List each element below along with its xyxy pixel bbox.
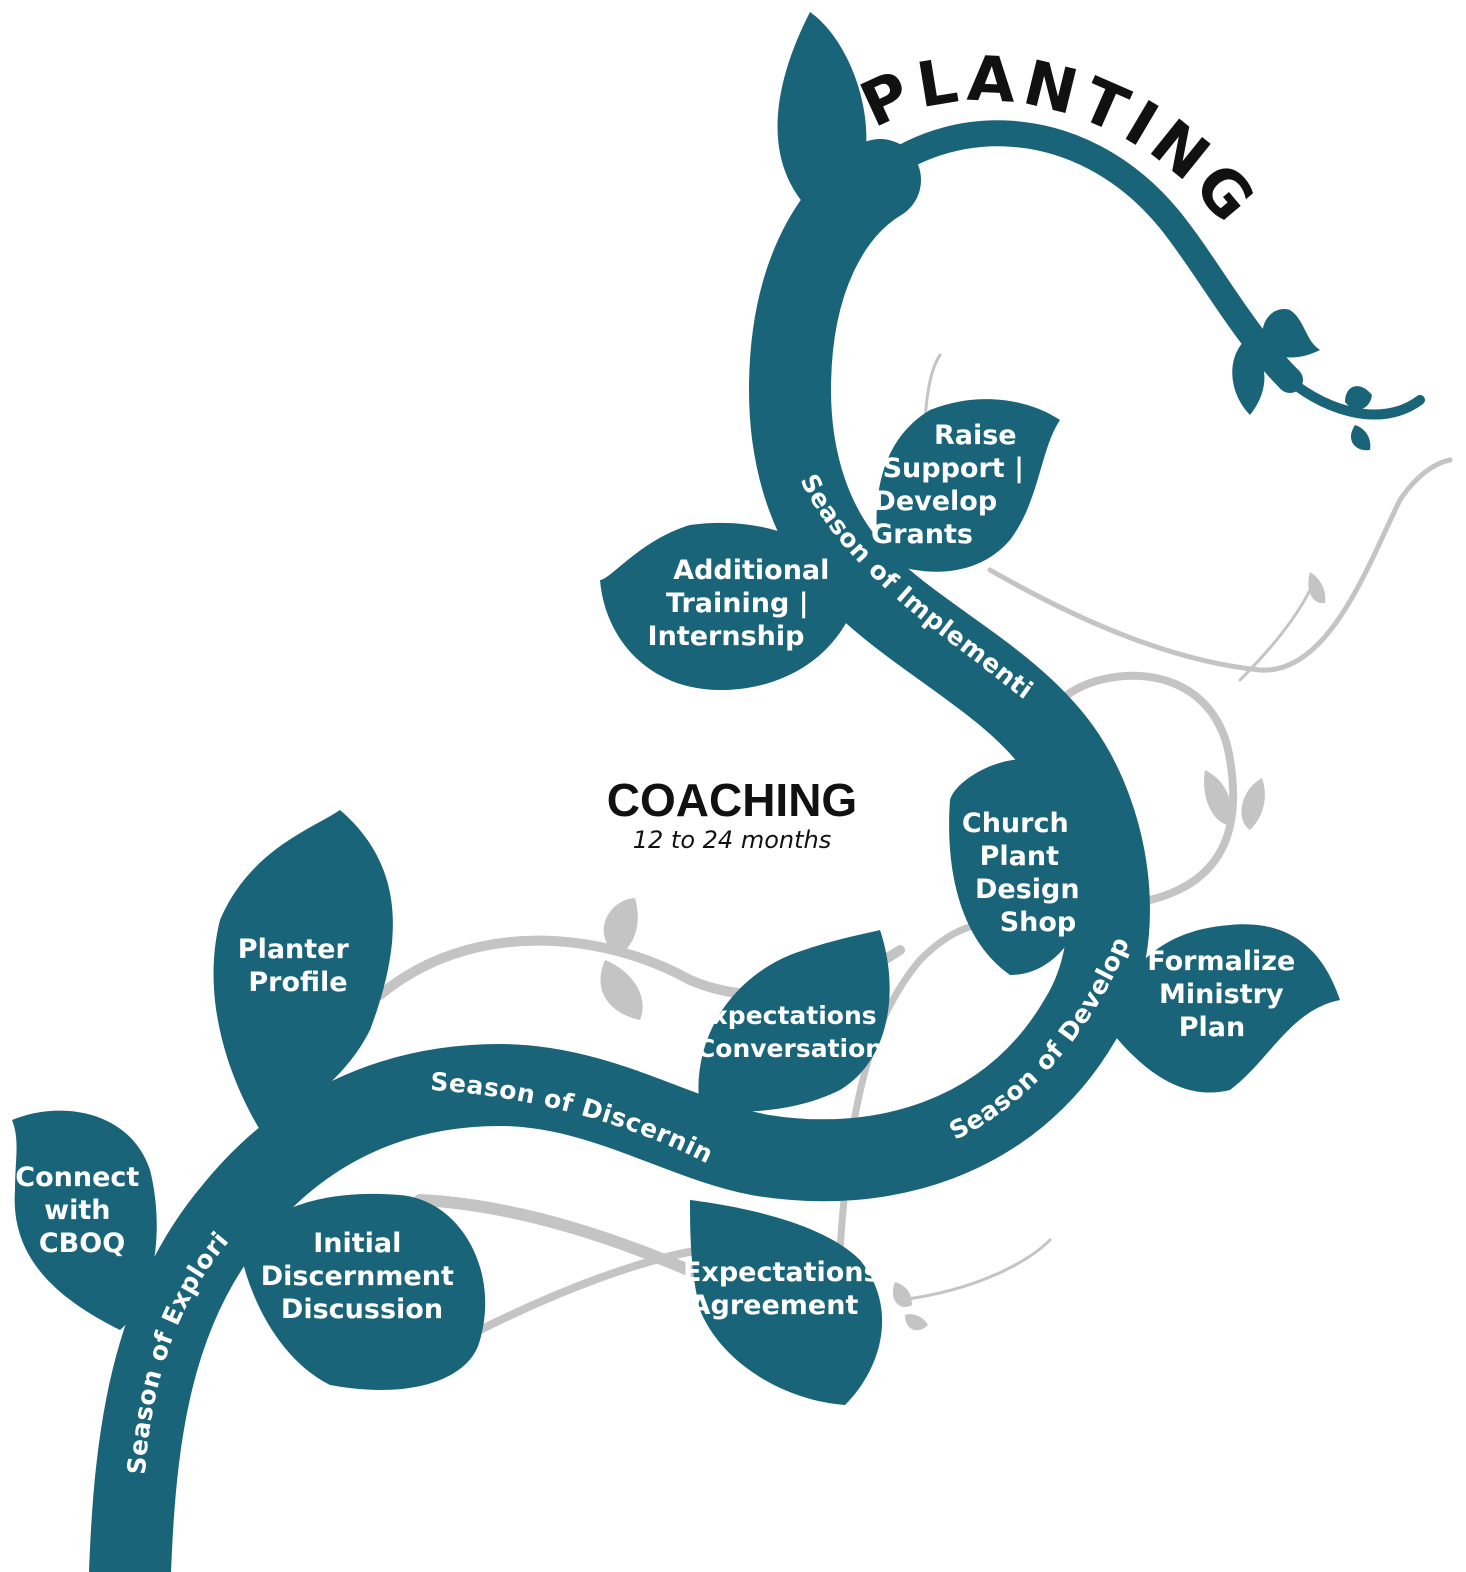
additional-training-line-3: Internship <box>648 621 805 652</box>
background-leaves <box>600 572 1326 1331</box>
formalize-line-2: Ministry <box>1159 979 1284 1010</box>
expectations-agreement-line-2: Agreement <box>690 1290 859 1321</box>
leaf-church-plant <box>949 759 1091 975</box>
tendril-leaf-1 <box>1262 309 1320 358</box>
tendril-leaf-4 <box>1350 425 1371 451</box>
initial-discernment-line-1: Initial <box>313 1228 401 1259</box>
initial-discernment-line-3: Discussion <box>281 1294 443 1325</box>
grey-leaf-7 <box>905 1314 928 1331</box>
additional-training-line-2: Training | <box>666 588 809 619</box>
initial-discernment-line-2: Discernment <box>261 1261 454 1292</box>
leaf-planter-profile <box>213 810 393 1130</box>
main-vine <box>89 120 1425 1572</box>
grey-leaf-6 <box>892 1282 912 1308</box>
connect-line-2: with <box>44 1195 110 1226</box>
grey-leaf-2 <box>600 960 643 1020</box>
leaf-initial-discernment <box>240 1193 486 1390</box>
season-developing-label: Season of Developing <box>0 0 1135 1146</box>
raise-support-line-3: Develop <box>873 486 997 517</box>
raise-support-line-1: Raise <box>934 420 1017 451</box>
raise-support-line-4: Grants <box>871 519 973 550</box>
connect-line-3: CBOQ <box>39 1228 125 1259</box>
tendril-leaf-2 <box>1232 340 1265 415</box>
planter-profile-label: Planter Profile <box>238 934 358 998</box>
formalize-line-1: Formalize <box>1147 946 1295 977</box>
grey-leaf-4 <box>1241 778 1265 830</box>
grey-leaf-1 <box>603 898 638 955</box>
formalize-label: Formalize Ministry Plan <box>1147 946 1305 1043</box>
additional-training-line-1: Additional <box>673 555 829 586</box>
leaf-additional-training <box>600 522 860 690</box>
grey-vine-9 <box>1238 588 1312 682</box>
coaching-title: COACHING <box>607 774 857 826</box>
top-leaves <box>777 12 1372 451</box>
church-plant-line-1: Church <box>962 808 1069 839</box>
formalize-line-3: Plan <box>1179 1012 1246 1043</box>
expectations-agreement-line-1: Expectations <box>683 1257 880 1288</box>
additional-training-label: Additional Training | Internship <box>648 555 839 652</box>
raise-support-label: Raise Support | Develop Grants <box>871 420 1033 550</box>
connect-label: Connect with CBOQ <box>15 1162 148 1259</box>
top-big-leaf <box>777 12 867 220</box>
expectations-conversation-line-2: Conversation <box>697 1034 883 1063</box>
grey-vine-2 <box>414 1194 706 1281</box>
raise-support-line-2: Support | <box>883 453 1024 484</box>
leaf-expectations-conversation <box>698 930 890 1112</box>
expectations-conversation-label: Expectations Conversation <box>695 1001 886 1063</box>
season-developing-text: Season of Developing <box>0 0 1135 1146</box>
top-tendril-tip <box>1275 367 1425 420</box>
grey-vine-8 <box>898 1238 1052 1302</box>
tendril-leaf-3 <box>1345 386 1372 410</box>
top-tendril <box>847 120 1303 393</box>
church-plant-line-4: Shop <box>1000 907 1077 938</box>
expectations-agreement-label: Expectations Agreement <box>683 1257 889 1321</box>
connect-line-1: Connect <box>15 1162 139 1193</box>
grey-leaf-5 <box>1308 572 1326 604</box>
grey-vine-6 <box>987 457 1453 673</box>
planter-profile-line-2: Profile <box>248 967 347 998</box>
leaf-connect <box>12 1110 157 1330</box>
coaching-subtitle: 12 to 24 months <box>633 826 831 854</box>
church-plant-line-2: Plant <box>980 841 1059 872</box>
leaf-formalize <box>1110 924 1340 1093</box>
church-plant-label: Church Plant Design Shop <box>962 808 1089 938</box>
main-stem <box>89 139 1150 1572</box>
expectations-conversation-line-1: Expectations <box>695 1001 877 1030</box>
grey-leaf-3 <box>1204 770 1232 825</box>
leaf-raise-support <box>876 399 1060 572</box>
initial-discernment-label: Initial Discernment Discussion <box>261 1228 464 1325</box>
planter-profile-line-1: Planter <box>238 934 350 965</box>
church-plant-line-3: Design <box>975 874 1080 905</box>
leaf-expectations-agreement <box>690 1200 883 1405</box>
labeled-leaves <box>12 399 1340 1405</box>
grey-vine-3 <box>476 1246 704 1334</box>
